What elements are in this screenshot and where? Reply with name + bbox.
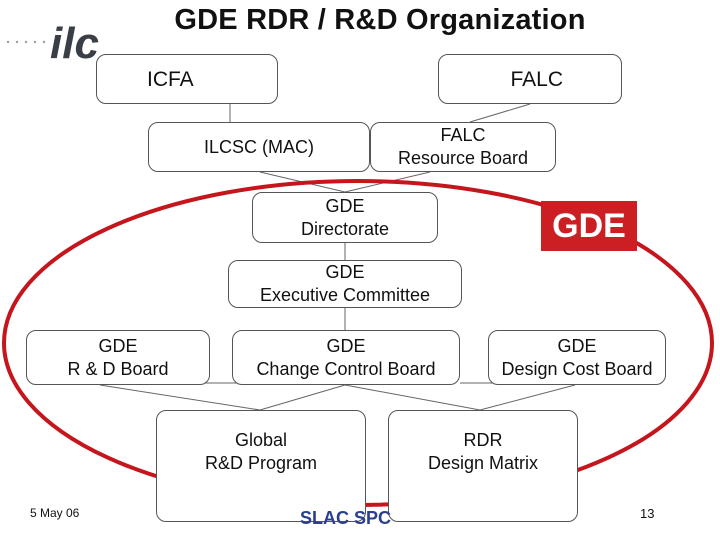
footer-org: SLAC SPC (300, 508, 392, 528)
connector-change-rdr (344, 384, 481, 411)
connector-cost-rdr (479, 384, 576, 411)
page-number: 13 (640, 506, 655, 521)
rdr-design-matrix-box: RDR Design Matrix (388, 410, 578, 522)
gde-directorate-box: GDE Directorate (252, 192, 438, 243)
footer-date: 5 May 06 (30, 506, 80, 520)
falc-resource-board-box: FALC Resource Board (370, 122, 556, 172)
connector-rd-global (99, 384, 261, 411)
global-rd-program-box: Global R&D Program (156, 410, 366, 522)
falc-box: FALC (438, 54, 622, 104)
logo-text: ilc (50, 19, 99, 68)
connector-change-global (259, 384, 346, 411)
gde-executive-committee-box: GDE Executive Committee (228, 260, 462, 308)
gde-badge: GDE (541, 201, 637, 251)
icfa-box: ICFA (96, 54, 278, 104)
page-title: GDE RDR / R&D Organization (174, 4, 586, 36)
ilc-logo: ilc (6, 19, 99, 68)
gde-rd-board-box: GDE R & D Board (26, 330, 210, 385)
gde-change-control-board-box: GDE Change Control Board (232, 330, 460, 385)
gde-design-cost-board-box: GDE Design Cost Board (488, 330, 666, 385)
connector-falc-resource (469, 103, 531, 123)
ilcsc-box: ILCSC (MAC) (148, 122, 370, 172)
